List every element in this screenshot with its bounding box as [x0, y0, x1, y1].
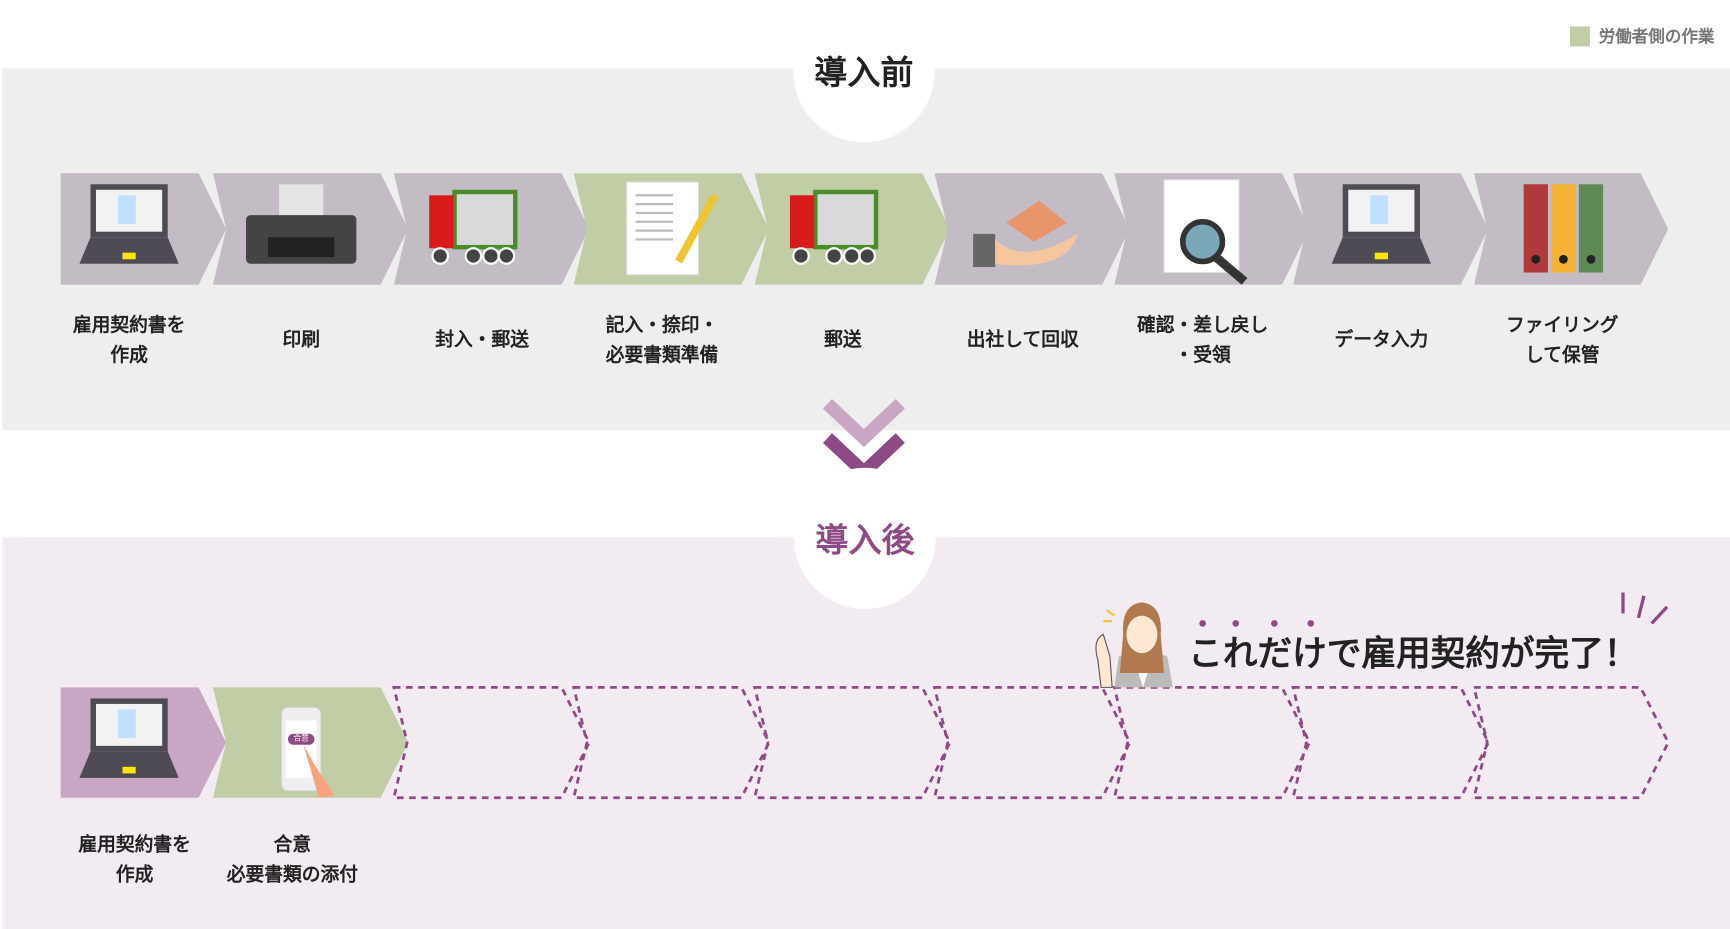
laptop-icon [1331, 184, 1432, 264]
step-label-line: 必要書類の添付 [226, 862, 358, 885]
binders-icon [1523, 184, 1604, 273]
step-label-line: 必要書類準備 [605, 343, 719, 366]
woman-ok-sign-illustration [1095, 602, 1173, 688]
before-step: 封入・郵送 [393, 173, 590, 350]
empty-step-placeholder [571, 685, 771, 800]
step-label-line: 印刷 [282, 328, 319, 350]
truck-icon [789, 189, 879, 265]
step-label-line: して保管 [1525, 343, 1599, 366]
printer-icon [246, 184, 357, 264]
laptop-icon [79, 698, 179, 778]
step-label-line: 出社して回収 [967, 327, 1079, 350]
before-step: 確認・差し戻し・受領 [1114, 173, 1310, 366]
step-label-line: データ入力 [1334, 327, 1428, 350]
step-label-line: 作成 [116, 862, 154, 885]
before-title-badge [793, 1, 935, 143]
step-label-line: ・受領 [1174, 343, 1230, 366]
empty-step-placeholder [932, 685, 1132, 800]
after-title: 導入後 [815, 521, 915, 560]
empty-step-placeholder [392, 685, 591, 800]
step-label-line: 郵送 [824, 327, 862, 350]
after-title-badge [794, 467, 936, 610]
before-steps: 雇用契約書を作成印刷封入・郵送記入・捺印・必要書類準備郵送出社して回収確認・差し… [60, 173, 1669, 366]
laptop-icon [79, 184, 179, 264]
agree-button-label: 合意 [293, 732, 309, 742]
before-step: 郵送 [754, 173, 950, 350]
legend-label: 労働者側の作業 [1599, 26, 1715, 46]
hand-envelope-icon [973, 200, 1078, 268]
emphasis-dots [1199, 620, 1315, 627]
before-step: 印刷 [212, 173, 409, 350]
legend-swatch [1570, 26, 1590, 47]
step-label-line: 確認・差し戻し [1137, 313, 1268, 336]
empty-step-placeholder [1472, 685, 1670, 800]
before-title: 導入前 [814, 53, 913, 92]
before-step: 記入・捺印・必要書類準備 [573, 173, 770, 366]
before-step: 出社して回収 [934, 173, 1130, 350]
empty-step-placeholder [1291, 685, 1490, 800]
before-step: データ入力 [1293, 173, 1489, 350]
step-label-line: 雇用契約書を [73, 313, 185, 336]
chevron-down-icon [822, 398, 905, 448]
empty-step-placeholder [752, 685, 952, 800]
empty-step-placeholder [1112, 685, 1312, 800]
step-label-line: 記入・捺印・ [606, 313, 718, 336]
after-callout: これだけで雇用契約が完了！ [1188, 633, 1638, 674]
step-label-line: 封入・郵送 [435, 327, 529, 350]
magnifier-document-icon [1163, 179, 1248, 285]
step-label-line: 作成 [110, 343, 148, 366]
step-label-line: 雇用契約書を [78, 833, 190, 856]
step-label-line: ファイリング [1506, 313, 1619, 336]
truck-icon [429, 189, 518, 265]
step-label-line: 合意 [274, 833, 311, 856]
sparkle-lines [1621, 592, 1669, 625]
document-pen-icon [626, 181, 719, 276]
smartphone-tap-icon [280, 706, 335, 798]
